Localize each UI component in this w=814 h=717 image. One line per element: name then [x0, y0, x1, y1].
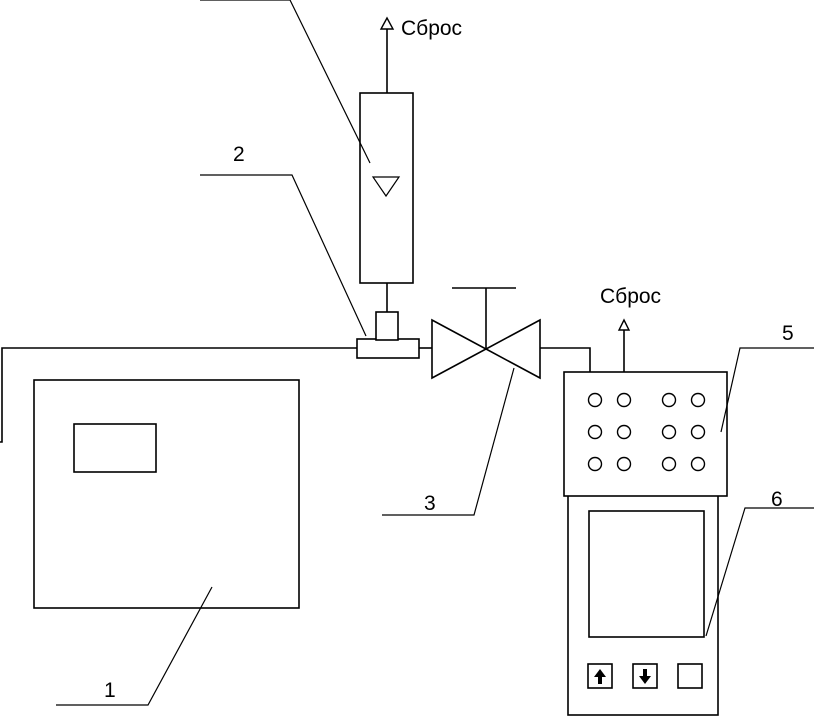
analyzer-screen [588, 510, 705, 638]
port-circle [616, 392, 632, 408]
port-circle [690, 424, 706, 440]
arrow-up-icon [594, 669, 606, 684]
valve-to-analyzer-pipe [540, 347, 591, 381]
unit-3-valve [431, 287, 541, 380]
callout-3: 3 [424, 492, 436, 515]
callout-2: 2 [233, 143, 245, 166]
vent-label-analyzer: Сброс [600, 285, 661, 308]
vent-label-top: Сброс [401, 17, 462, 40]
tee-body [356, 338, 420, 359]
unit-6-analyzer [567, 493, 719, 716]
port-circle [587, 456, 603, 472]
port-circle [661, 392, 677, 408]
cabinet-body [33, 379, 300, 609]
leader-rotameter [200, 0, 371, 164]
unit-1-cabinet [33, 379, 300, 609]
analyzer-vent-arrow-icon [617, 318, 631, 331]
port-circle [661, 424, 677, 440]
valve-left-cone [431, 318, 488, 380]
tee-branch [375, 311, 399, 341]
valve-right-cone [484, 318, 541, 380]
leader-lines [56, 0, 814, 706]
feed-line [0, 347, 357, 443]
callout-5: 5 [782, 322, 794, 345]
leader-5 [720, 347, 814, 433]
leader-1 [56, 586, 213, 706]
blank-button [677, 663, 703, 689]
leader-6 [705, 507, 814, 637]
rotameter [359, 16, 414, 312]
port-circle [587, 392, 603, 408]
cabinet-window [73, 423, 157, 473]
port-circle [690, 456, 706, 472]
leader-2 [200, 174, 367, 337]
port-circle [616, 424, 632, 440]
callout-1: 1 [104, 679, 116, 702]
port-circle [661, 456, 677, 472]
vent-arrow-icon [379, 16, 395, 30]
arrow-down-icon [639, 669, 651, 684]
port-circle [587, 424, 603, 440]
callout-6: 6 [771, 488, 783, 511]
unit-5-port-panel [563, 371, 728, 497]
rotameter-tube [359, 92, 414, 284]
port-circle [690, 392, 706, 408]
port-circle [616, 456, 632, 472]
leader-3 [382, 367, 515, 516]
rotameter-float-icon [371, 176, 401, 198]
unit-2-tee [356, 311, 420, 359]
